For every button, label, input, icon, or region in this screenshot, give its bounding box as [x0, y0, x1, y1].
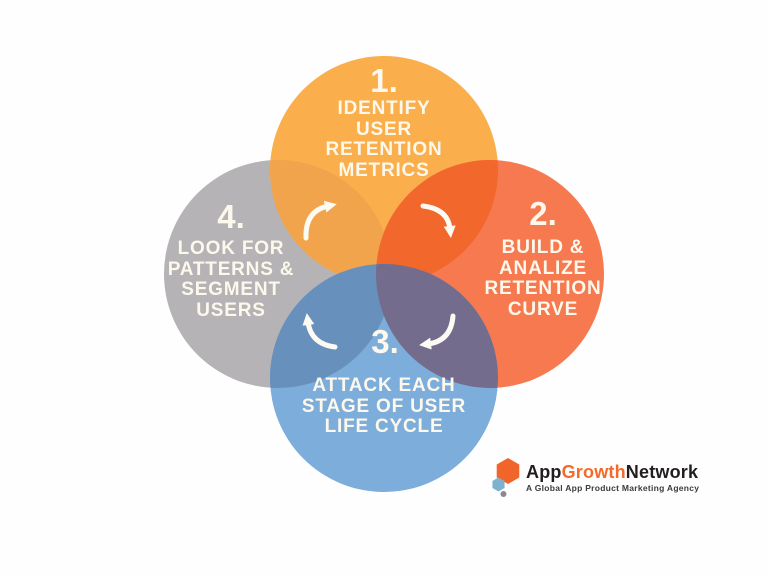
arrow-step2-icon [420, 203, 456, 238]
step-3-line: STAGE OF USER [301, 395, 467, 417]
step-4-number: 4. [217, 198, 245, 235]
step-4-label: 4. LOOK FOR PATTERNS & SEGMENT USERS [131, 200, 331, 321]
step-2-line: ANALIZE [499, 257, 587, 279]
step-2-number: 2. [529, 195, 557, 232]
arrow-step3-icon [419, 313, 456, 350]
step-1-line: USER [356, 118, 412, 140]
logo-tagline: A Global App Product Marketing Agency [526, 483, 700, 493]
logo-hex-orange [496, 458, 520, 484]
step-2-line: RETENTION [484, 278, 602, 299]
step-1-number: 1. [370, 62, 398, 99]
logo-name: AppGrowthNetwork [526, 462, 699, 482]
step-3-line: LIFE CYCLE [324, 416, 444, 437]
logo-word-growth: Growth [561, 462, 626, 482]
arrow-step4-icon [302, 313, 338, 350]
step-2-label: 2. BUILD & ANALIZE RETENTION CURVE [443, 197, 643, 320]
step-3-line: ATTACK EACH [312, 375, 456, 396]
step-1-line: RETENTION [325, 139, 443, 160]
step-1-line: METRICS [338, 159, 430, 181]
logo-dot-gray [500, 491, 507, 497]
step-4-line: USERS [196, 299, 266, 321]
step-4-line: LOOK FOR [177, 238, 285, 259]
step-2-line: CURVE [507, 298, 579, 320]
step-1-line: IDENTIFY [337, 98, 431, 119]
step-4-line: PATTERNS & [167, 258, 295, 280]
step-4-line: SEGMENT [181, 279, 281, 300]
step-3-number: 3. [371, 323, 399, 360]
arrow-step1-icon [303, 200, 337, 241]
logo-hex-blue [492, 477, 505, 492]
step-2-line: BUILD & [501, 237, 585, 258]
logo-word-app: App [526, 462, 562, 482]
logo-hexagon-icon [492, 458, 520, 497]
logo-words: AppGrowthNetwork A Global App Product Ma… [526, 462, 699, 493]
step-3-number-label: 3. [345, 325, 425, 358]
step-1-label: 1. IDENTIFY USER RETENTION METRICS [264, 64, 504, 181]
logo-word-network: Network [625, 462, 699, 482]
logo: AppGrowthNetwork A Global App Product Ma… [492, 457, 699, 498]
step-3-label: ATTACK EACH STAGE OF USER LIFE CYCLE [264, 375, 504, 438]
